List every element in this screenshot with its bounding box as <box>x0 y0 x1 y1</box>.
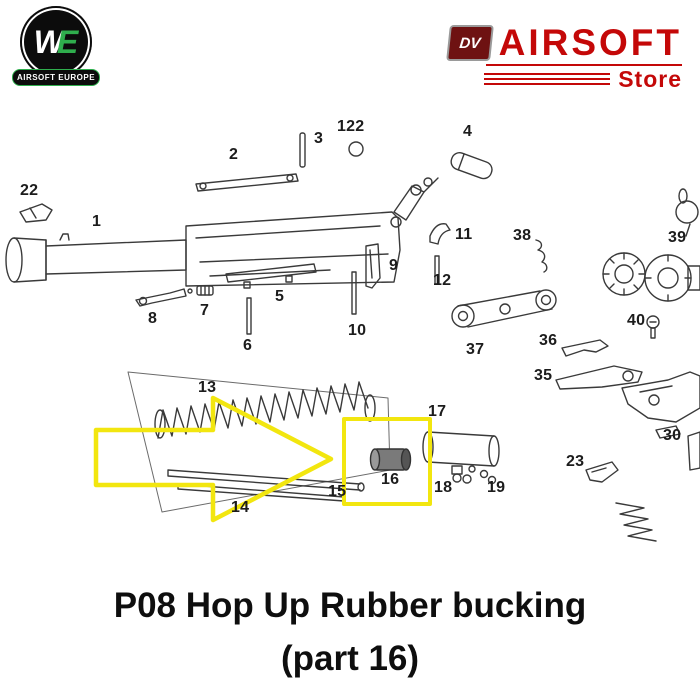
part-36-bracket <box>561 339 609 357</box>
part-label-6: 6 <box>243 337 253 354</box>
part-12-pin <box>434 255 440 285</box>
part-label-40: 40 <box>627 312 646 329</box>
part-label-4: 4 <box>463 123 473 140</box>
part-22-wedge <box>19 203 53 223</box>
part-label-22: 22 <box>20 182 39 199</box>
part-label-11: 11 <box>455 226 473 243</box>
part-label-3: 3 <box>314 130 324 147</box>
part-label-10: 10 <box>348 322 367 339</box>
part-37-link <box>451 289 557 328</box>
product-title-line1: P08 Hop Up Rubber bucking <box>113 586 587 625</box>
part-23-part <box>585 461 619 483</box>
part-label-122: 122 <box>337 118 365 135</box>
part-39-partial <box>675 188 699 237</box>
part-11-lever <box>429 223 451 245</box>
part-label-39: 39 <box>668 229 687 246</box>
part-6-pin <box>246 297 252 335</box>
highlight-box <box>342 417 432 506</box>
we-airsoft-europe-logo: W E AIRSOFT EUROPE <box>12 6 100 86</box>
part-5-plate <box>225 263 317 289</box>
part-38-spring <box>535 239 548 273</box>
part-8-lever <box>135 288 187 307</box>
part-label-19: 19 <box>487 479 506 496</box>
store-logo-lines <box>484 73 611 86</box>
part-122-ring <box>348 141 364 157</box>
part-label-38: 38 <box>513 227 532 244</box>
part-16-hop-up-rubber <box>369 448 412 471</box>
highlight-arrow <box>93 395 334 523</box>
part-2-flat-bar <box>195 173 299 192</box>
product-title: P08 Hop Up Rubber bucking (part 16) <box>0 580 700 685</box>
we-logo-letter-e: E <box>56 24 79 60</box>
part-label-15: 15 <box>328 483 347 500</box>
bottom-right-spring <box>615 502 657 542</box>
we-logo-banner: AIRSOFT EUROPE <box>12 69 100 86</box>
part-label-17: 17 <box>428 403 447 420</box>
part-18-rings <box>452 473 472 484</box>
part-label-18: 18 <box>434 479 453 496</box>
part-4-firing-pin <box>450 152 493 180</box>
part-label-23: 23 <box>566 453 585 470</box>
part-label-13: 13 <box>198 379 217 396</box>
store-logo-sub: Store <box>618 66 682 92</box>
part-9-flat-spring <box>365 243 381 289</box>
part-label-37: 37 <box>466 341 485 358</box>
part-label-12: 12 <box>433 272 452 289</box>
part-label-2: 2 <box>229 146 239 163</box>
part-label-36: 36 <box>539 332 558 349</box>
toggle-knob-assembly <box>602 252 700 302</box>
part-7-block <box>187 285 214 296</box>
store-logo-name: AIRSOFT <box>498 22 682 63</box>
part-30-frame <box>621 371 700 471</box>
part-35-lever <box>555 365 643 390</box>
part-14-guide-rod <box>167 469 365 492</box>
part-3-pin <box>299 132 306 168</box>
part-40-screw <box>646 315 660 339</box>
part-10-pin <box>351 271 357 315</box>
airsoft-store-logo: DV AIRSOFT Store <box>445 22 682 92</box>
store-logo-rule <box>486 64 682 66</box>
part-label-30: 30 <box>663 427 682 444</box>
part-19-screws <box>479 469 497 485</box>
dv-emblem: DV <box>445 24 494 61</box>
part-1-barrel-receiver <box>5 177 439 287</box>
part-label-8: 8 <box>148 310 158 327</box>
part-label-16: 16 <box>381 471 400 488</box>
part-label-14: 14 <box>231 499 250 516</box>
part-label-1: 1 <box>92 213 102 230</box>
part-label-5: 5 <box>275 288 285 305</box>
product-title-line2: (part 16) <box>280 638 420 678</box>
we-logo-letter-w: W <box>33 24 64 60</box>
part-label-35: 35 <box>534 367 553 384</box>
part-label-7: 7 <box>200 302 210 319</box>
part-label-9: 9 <box>389 257 399 274</box>
we-logo-circle: W E <box>20 6 92 78</box>
